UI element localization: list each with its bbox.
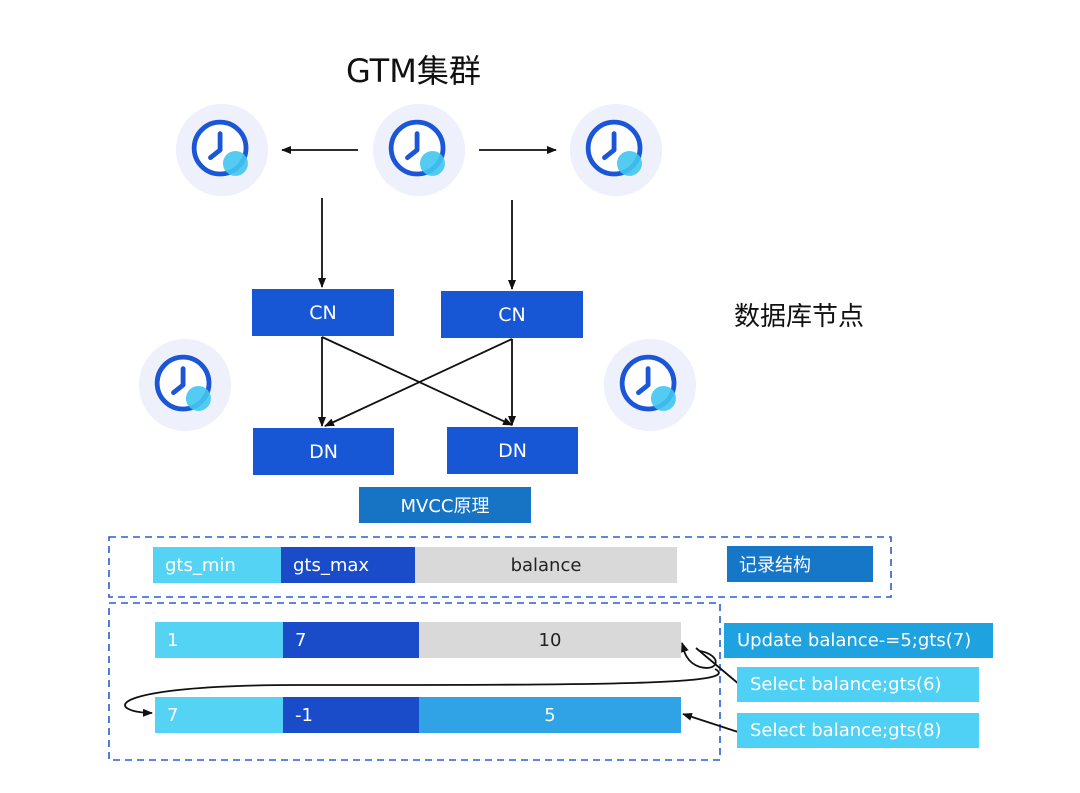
record-structure-frame xyxy=(108,536,892,598)
clock-icon xyxy=(604,339,696,431)
arrow-select6-to-row1 xyxy=(695,647,741,686)
row1-balance: 10 xyxy=(419,622,681,658)
database-nodes-label: 数据库节点 xyxy=(734,302,865,332)
arrow-update-to-row1 xyxy=(681,642,717,669)
update-operation: Update balance-=5;gts(7) xyxy=(724,623,993,658)
versions-frame xyxy=(108,602,721,761)
dn-node: DN xyxy=(253,428,394,475)
dn-node: DN xyxy=(447,427,578,474)
cn-node: CN xyxy=(441,291,583,338)
arrow-new-version xyxy=(124,668,720,717)
cn-node: CN xyxy=(252,289,394,336)
clock-icon xyxy=(373,104,465,196)
row2-gts-min: 7 xyxy=(155,697,283,733)
arrow-cn1-dn2 xyxy=(321,336,513,426)
clock-icon xyxy=(139,339,231,431)
row2-balance: 5 xyxy=(419,697,681,733)
record-structure-label: 记录结构 xyxy=(727,546,873,582)
header-gts-min: gts_min xyxy=(153,547,281,583)
select-operation: Select balance;gts(6) xyxy=(737,667,979,702)
header-gts-max: gts_max xyxy=(281,547,415,583)
arrow-select8-to-row2 xyxy=(682,712,739,733)
row1-gts-min: 1 xyxy=(155,622,283,658)
gtm-cluster-title: GTM集群 xyxy=(346,52,481,90)
row1-gts-max: 7 xyxy=(283,622,419,658)
select-operation: Select balance;gts(8) xyxy=(737,713,979,748)
mvcc-label: MVCC原理 xyxy=(359,487,531,523)
arrow-cn2-dn1 xyxy=(324,338,513,427)
row2-gts-max: -1 xyxy=(283,697,419,733)
clock-icon xyxy=(570,104,662,196)
header-balance: balance xyxy=(415,547,677,583)
clock-icon xyxy=(176,104,268,196)
